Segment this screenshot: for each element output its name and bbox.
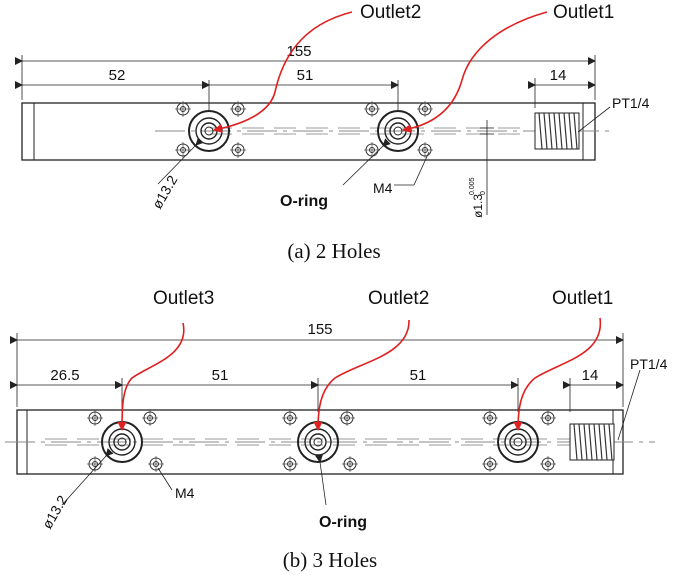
groove-sub-a: 0 [480, 191, 487, 195]
thread-a [534, 112, 580, 150]
thread-label-b: PT1/4 [630, 356, 668, 372]
oring-label-a: O-ring [280, 193, 328, 210]
dim-total-b: 155 [307, 321, 332, 338]
dim-right-b: 14 [582, 367, 599, 384]
outlet1-arrow-a [402, 11, 548, 134]
figure-a: 155 52 51 14 Outlet2 Outlet1 PT1/4 ø13.2… [15, 2, 650, 263]
outlet2-arrow-b [313, 319, 410, 431]
caption-a: (a) 2 Holes [287, 239, 380, 263]
dim-mid2-b: 51 [410, 367, 427, 384]
oring-label-b: O-ring [319, 514, 367, 531]
outlet2-arrow-a [213, 11, 353, 133]
screw-label-b: M4 [175, 485, 195, 501]
caption-b: (b) 3 Holes [283, 548, 377, 572]
outlet2-label-a: Outlet2 [360, 2, 421, 23]
outlet3-label-b: Outlet3 [153, 288, 214, 309]
dim-total-a: 155 [286, 43, 311, 60]
screw-label-a: M4 [373, 180, 393, 196]
dim-left-b: 26.5 [50, 367, 79, 384]
outlet1-label-a: Outlet1 [553, 2, 614, 23]
dim-mid1-b: 51 [212, 367, 229, 384]
thread-label-a: PT1/4 [612, 95, 650, 111]
dim-middle-a: 51 [297, 67, 314, 84]
groove-dim-a: ø1.3 0.005 0 [469, 177, 487, 218]
diameter-label-b: ø13.2 [39, 492, 71, 531]
dim-right-a: 14 [550, 67, 567, 84]
outlet2-label-b: Outlet2 [368, 288, 429, 309]
dim-left-a: 52 [109, 67, 126, 84]
figure-b: 155 26.5 51 51 14 Outlet3 Outlet2 Outlet… [5, 288, 668, 572]
outlet1-label-b: Outlet1 [552, 288, 613, 309]
outlet3-arrow-b [117, 322, 185, 431]
outlet1-arrow-b [513, 317, 601, 431]
groove-sup-a: 0.005 [469, 177, 476, 195]
groove-main-a: ø1.3 [471, 194, 485, 218]
diameter-label-a: ø13.2 [149, 172, 181, 211]
thread-b [569, 423, 615, 461]
